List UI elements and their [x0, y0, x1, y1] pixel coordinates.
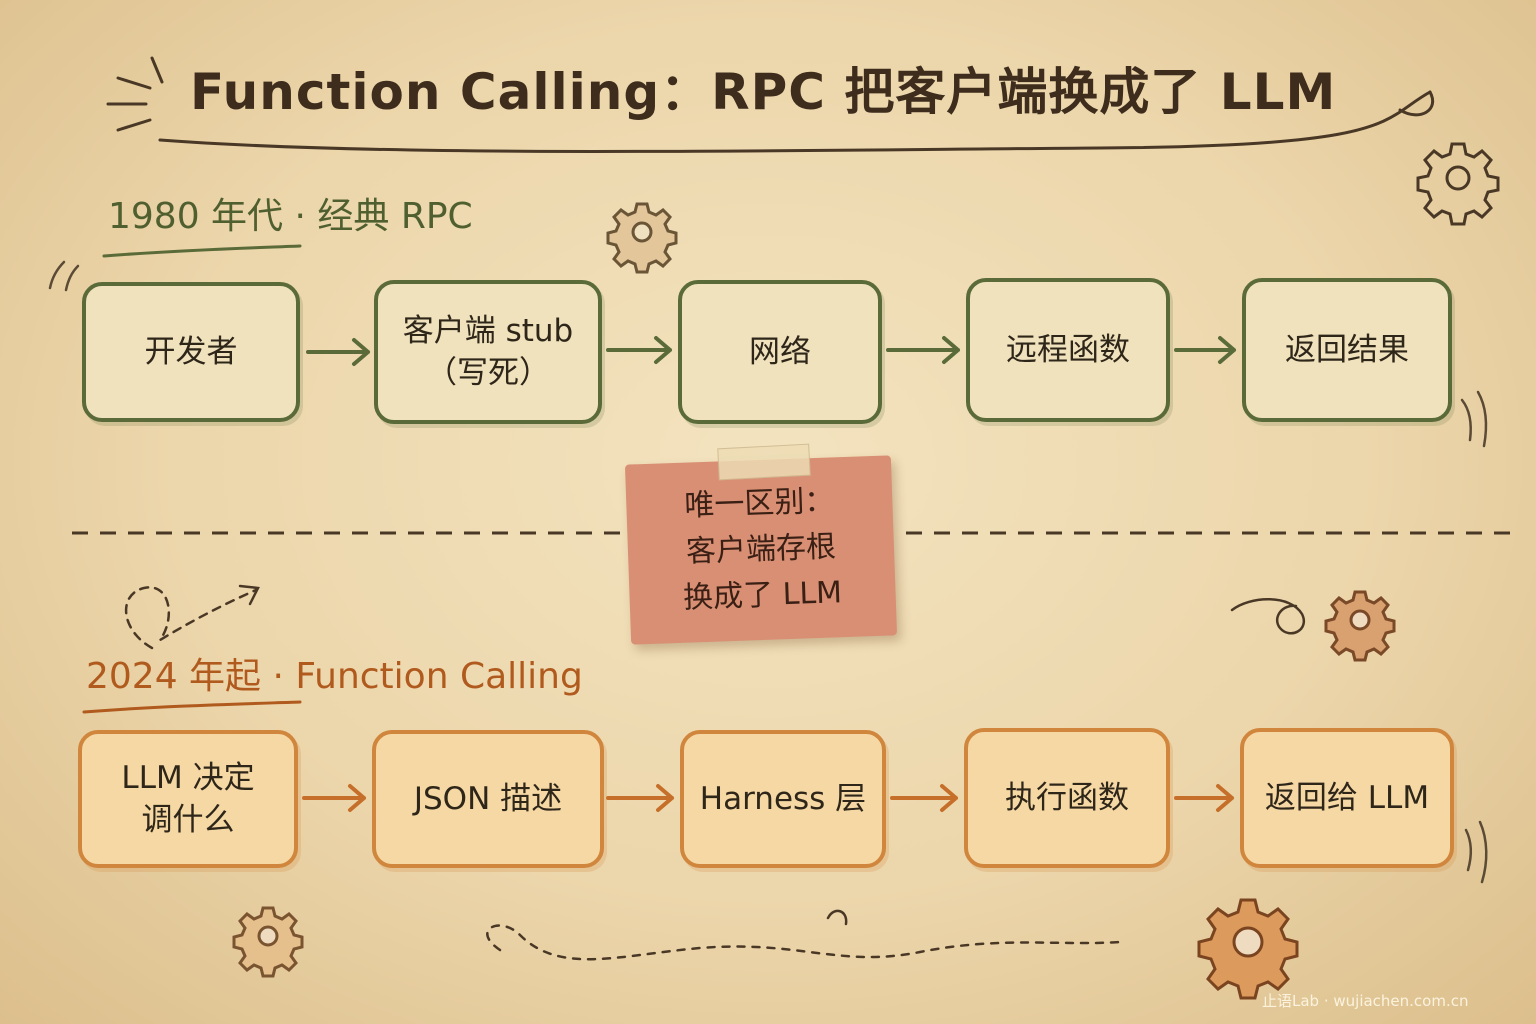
- note-line: 客户端存根: [685, 529, 837, 570]
- step-label: 网络: [749, 334, 811, 370]
- step-label: 执行函数: [1005, 780, 1129, 816]
- title-underline: [158, 90, 1432, 153]
- title-underline-hook: [1398, 90, 1435, 117]
- classic-step-return-result: 返回结果: [1242, 278, 1452, 422]
- classic-step-client-stub: 客户端 stub （写死）: [374, 280, 602, 424]
- curl-icon: [826, 909, 848, 926]
- step-label: 开发者: [144, 334, 238, 370]
- arrow-icon: [1174, 336, 1236, 364]
- fc-step-execute-function: 执行函数: [964, 728, 1170, 868]
- sticky-note: 唯一区别： 客户端存根 换成了 LLM: [624, 455, 898, 645]
- page-title: Function Calling：RPC 把客户端换成了 LLM: [190, 63, 1337, 121]
- arrow-icon: [886, 336, 960, 364]
- step-label: LLM 决定: [121, 760, 255, 796]
- arrow-icon: [890, 784, 958, 812]
- section-label-classic-rpc: 1980 年代 · 经典 RPC: [108, 196, 473, 237]
- arrow-icon: [302, 784, 366, 812]
- classic-step-remote-function: 远程函数: [966, 278, 1170, 422]
- note-line: 唯一区别：: [683, 483, 835, 524]
- fc-step-harness-layer: Harness 层: [680, 730, 886, 868]
- note-line: 换成了 LLM: [682, 575, 843, 616]
- watermark: 止语Lab · wujiachen.com.cn: [1262, 992, 1469, 1010]
- arrow-icon: [606, 336, 672, 364]
- step-label: Harness 层: [699, 781, 867, 817]
- classic-step-network: 网络: [678, 280, 882, 424]
- step-label: 远程函数: [1006, 332, 1130, 368]
- gear-icon: [1324, 590, 1396, 662]
- step-label-note: （写死）: [426, 355, 550, 391]
- arrow-icon: [306, 338, 370, 366]
- step-label: 客户端 stub: [402, 313, 574, 349]
- swirl-arrowhead-icon: [238, 584, 260, 606]
- dashed-curve-icon: [486, 924, 1122, 961]
- step-label: JSON 描述: [413, 781, 563, 817]
- gear-icon: [606, 202, 678, 274]
- step-label: 返回结果: [1285, 332, 1409, 368]
- gear-icon: [1197, 898, 1299, 1000]
- swirl-icon: [1230, 598, 1306, 635]
- fc-step-llm-decides: LLM 决定 调什么: [78, 730, 298, 868]
- step-label-line2: 调什么: [141, 802, 235, 838]
- section-underline-fc: [82, 700, 302, 714]
- gear-icon: [232, 906, 304, 978]
- fc-step-return-to-llm: 返回给 LLM: [1240, 728, 1454, 868]
- fc-step-json-description: JSON 描述: [372, 730, 604, 868]
- section-label-function-calling: 2024 年起 · Function Calling: [86, 656, 583, 697]
- arrow-icon: [606, 784, 674, 812]
- classic-step-developer: 开发者: [82, 282, 300, 422]
- arrow-icon: [1174, 784, 1234, 812]
- motion-mark-icon: [48, 260, 1488, 884]
- gear-icon: [1416, 142, 1500, 226]
- tape-icon: [717, 443, 811, 481]
- title-accent-icon: [106, 56, 164, 132]
- step-label: 返回给 LLM: [1264, 780, 1430, 816]
- section-underline-classic: [102, 244, 302, 258]
- swirl-arrow-icon: [125, 586, 258, 650]
